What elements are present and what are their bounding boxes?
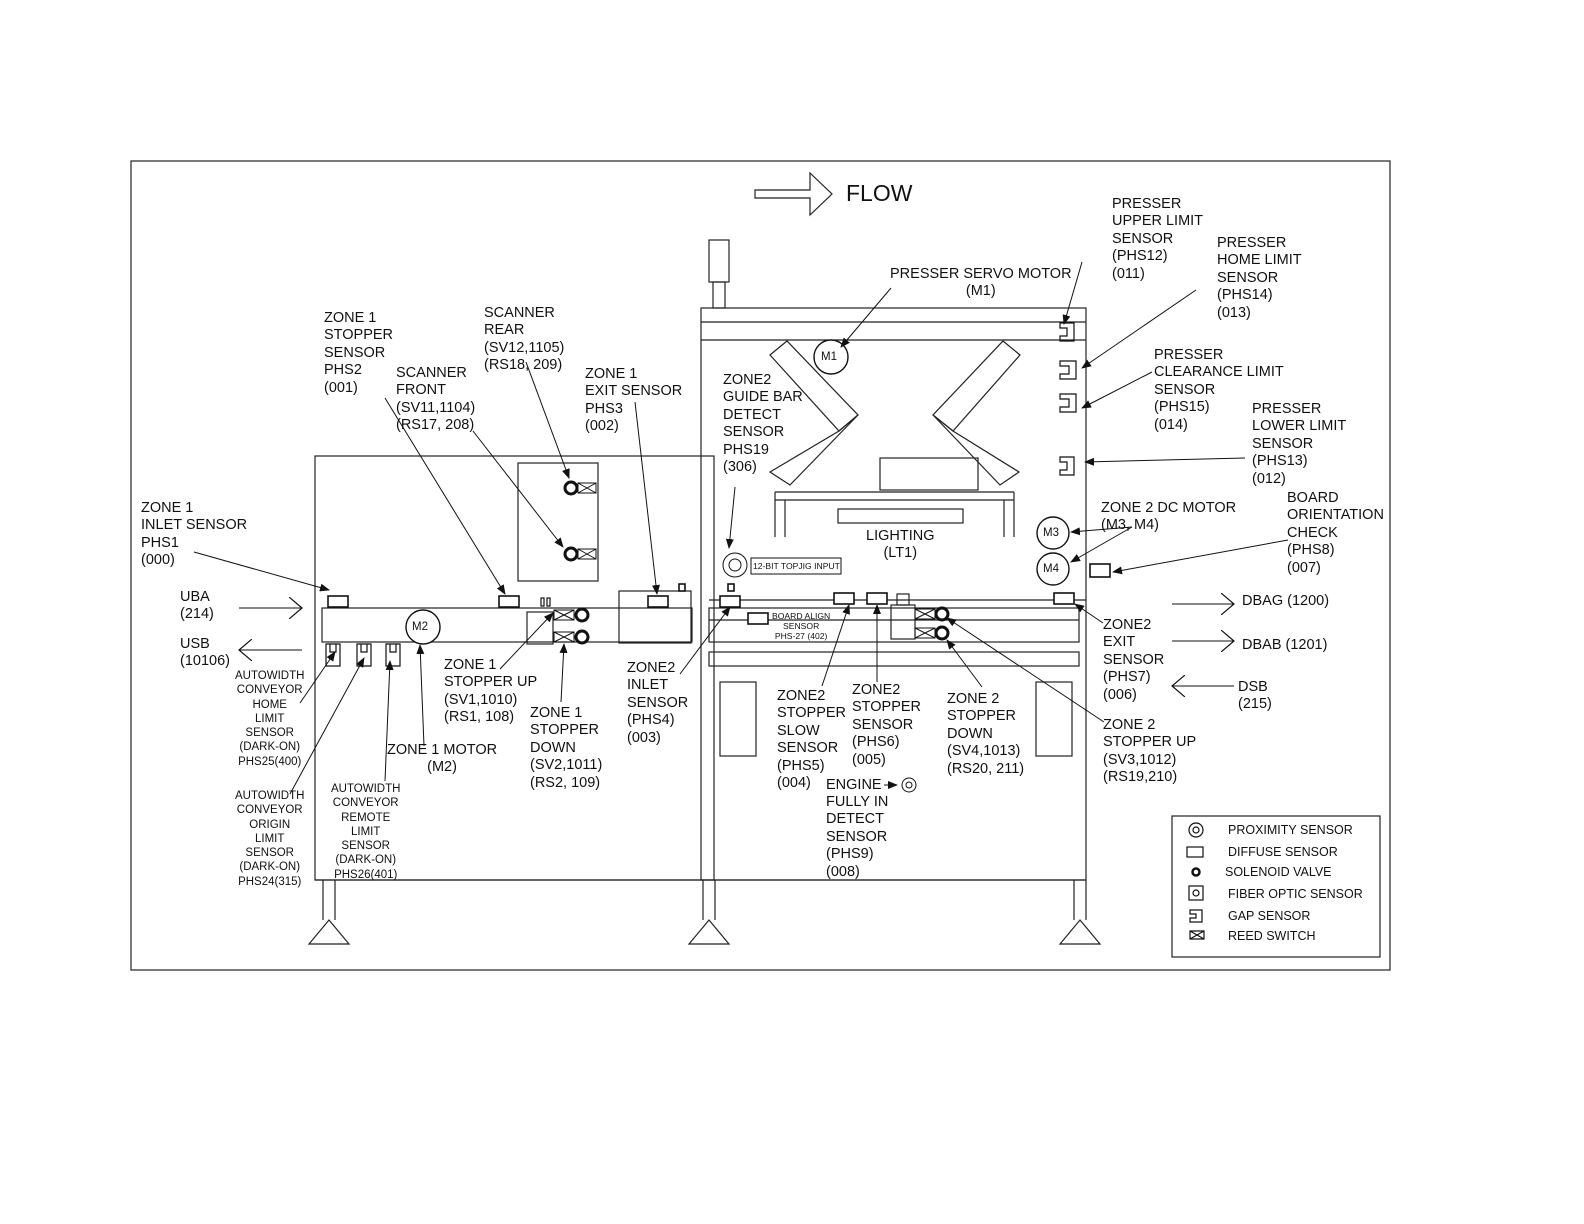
- scanner-box: [517, 462, 599, 582]
- label-scanner-front: SCANNER FRONT (SV11,1104) (RS17, 208): [396, 365, 476, 434]
- label-presser-servo-motor: PRESSER SERVO MOTOR (M1): [890, 266, 1072, 300]
- leg-block-right: [1035, 681, 1073, 757]
- legend-label-proximity: PROXIMITY SENSOR: [1228, 823, 1353, 837]
- lighting-bar: [837, 508, 964, 524]
- tower-light: [708, 239, 730, 283]
- label-usb: USB (10106): [180, 636, 230, 670]
- label-zone1-motor: ZONE 1 MOTOR (M2): [387, 742, 498, 776]
- label-presser-clearance-limit: PRESSER CLEARANCE LIMIT SENSOR (PHS15) (…: [1154, 347, 1284, 433]
- diffuse-sensor-icon: [833, 592, 855, 605]
- motor-m1-label: M1: [821, 351, 837, 363]
- gap-sensor-icon: [1059, 322, 1075, 342]
- gap-sensor-icon: [1059, 360, 1077, 380]
- diffuse-sensor-icon: [866, 592, 888, 605]
- solenoid-valve-icon: [1191, 867, 1201, 877]
- motor-m2: [405, 609, 441, 645]
- motor-m2-label: M2: [412, 621, 428, 633]
- label-zone2-stopper-down: ZONE 2 STOPPER DOWN (SV4,1013) (RS20, 21…: [947, 691, 1025, 777]
- label-zone1-inlet-sensor: ZONE 1 INLET SENSOR PHS1 (000): [141, 500, 248, 569]
- reed-switch-icon: [1189, 930, 1205, 940]
- label-zone2-stopper-sensor: ZONE2 STOPPER SENSOR (PHS6) (005): [852, 682, 922, 768]
- leg-block-left: [719, 681, 757, 757]
- label-engine: ENGINE: [826, 777, 882, 793]
- diffuse-sensor-icon: [1053, 592, 1075, 605]
- diffuse-sensor-icon: [747, 612, 769, 625]
- zone1-conveyor: [321, 607, 693, 643]
- motor-m4-label: M4: [1043, 563, 1059, 575]
- legend-label-gap: GAP SENSOR: [1228, 909, 1311, 923]
- label-board-orientation: BOARD ORIENTATION CHECK (PHS8) (007): [1287, 490, 1384, 576]
- label-engine-fully-in-sensor: FULLY IN DETECT SENSOR (PHS9) (008): [826, 794, 889, 880]
- label-zone2-stopper-up: ZONE 2 STOPPER UP (SV3,1012) (RS19,210): [1103, 717, 1197, 786]
- motor-m3: [1036, 516, 1070, 550]
- diffuse-sensor-icon: [327, 595, 349, 608]
- reed-switch-icon: [577, 482, 597, 494]
- flow-arrow-icon: [754, 171, 833, 217]
- label-presser-lower-limit: PRESSER LOWER LIMIT SENSOR (PHS13) (012): [1252, 401, 1347, 487]
- flow-label: FLOW: [846, 180, 913, 206]
- leg-foot-3: [1058, 919, 1102, 945]
- label-zone1-stopper-sensor: ZONE 1 STOPPER SENSOR PHS2 (001): [324, 310, 394, 396]
- label-presser-home-limit: PRESSER HOME LIMIT SENSOR (PHS14) (013): [1217, 235, 1302, 321]
- label-dbab: DBAB (1201): [1242, 637, 1328, 653]
- label-zone1-exit-sensor: ZONE 1 EXIT SENSOR PHS3 (002): [585, 366, 683, 435]
- proximity-sensor-icon: [1188, 822, 1204, 838]
- diffuse-sensor-icon: [1089, 563, 1111, 578]
- drawing-frame: [130, 160, 1391, 971]
- label-lighting: LIGHTING (LT1): [866, 528, 935, 562]
- label-zone2-inlet-sensor: ZONE2 INLET SENSOR (PHS4) (003): [627, 660, 689, 746]
- label-dsb: DSB (215): [1238, 679, 1272, 713]
- label-autowidth-origin: AUTOWIDTH CONVEYOR ORIGIN LIMIT SENSOR (…: [235, 790, 305, 888]
- legend-label-diffuse: DIFFUSE SENSOR: [1228, 845, 1338, 859]
- motor-m4: [1036, 552, 1070, 586]
- label-autowidth-remote: AUTOWIDTH CONVEYOR REMOTE LIMIT SENSOR (…: [331, 783, 401, 881]
- label-zone2-exit-sensor: ZONE2 EXIT SENSOR (PHS7) (006): [1103, 617, 1165, 703]
- presser-arm-left-lower: [768, 414, 859, 486]
- proximity-sensor-icon: [728, 558, 742, 572]
- label-dbag: DBAG (1200): [1242, 593, 1330, 609]
- label-board-align: BOARD ALIGN SENSOR PHS-27 (402): [772, 611, 831, 641]
- gap-sensor-icon: [1059, 393, 1077, 413]
- presser-head: [879, 457, 979, 491]
- legend-label-fiber-optic: FIBER OPTIC SENSOR: [1228, 887, 1363, 901]
- diffuse-sensor-icon: [719, 595, 741, 608]
- diffuse-sensor-icon: [647, 595, 669, 608]
- presser-arm-right-upper: [932, 340, 1021, 432]
- motor-m1: [813, 339, 849, 375]
- leg-foot-2: [687, 919, 731, 945]
- leg-foot-1: [307, 919, 351, 945]
- legend-label-reed: REED SWITCH: [1228, 929, 1316, 943]
- label-zone2-dc-motor: ZONE 2 DC MOTOR (M3, M4): [1101, 500, 1237, 534]
- diffuse-sensor-icon: [498, 595, 520, 608]
- label-uba: UBA (214): [180, 589, 214, 623]
- label-zone1-stopper-up: ZONE 1 STOPPER UP (SV1,1010) (RS1, 108): [444, 657, 538, 726]
- gap-sensor-icon: [1189, 909, 1203, 923]
- legend-box: [1171, 815, 1381, 958]
- label-scanner-rear: SCANNER REAR (SV12,1105) (RS18, 209): [484, 305, 565, 374]
- legend-label-solenoid: SOLENOID VALVE: [1225, 865, 1332, 879]
- label-presser-upper-limit: PRESSER UPPER LIMIT SENSOR (PHS12) (011): [1112, 196, 1204, 282]
- motor-m3-label: M3: [1043, 527, 1059, 539]
- fiber-optic-sensor-icon: [1188, 885, 1204, 901]
- label-autowidth-home: AUTOWIDTH CONVEYOR HOME LIMIT SENSOR (DA…: [235, 670, 305, 768]
- label-topjig-input: 12-BIT TOPJIG INPUT: [753, 561, 840, 571]
- gap-sensor-icon: [1059, 456, 1075, 476]
- diffuse-sensor-icon: [1186, 846, 1204, 858]
- label-zone2-guide-bar: ZONE2 GUIDE BAR DETECT SENSOR PHS19 (306…: [723, 372, 803, 476]
- label-zone2-stopper-slow: ZONE2 STOPPER SLOW SENSOR (PHS5) (004): [777, 688, 847, 792]
- zone2-conveyor: [708, 607, 1080, 643]
- label-zone1-stopper-down: ZONE 1 STOPPER DOWN (SV2,1011) (RS2, 109…: [530, 705, 603, 791]
